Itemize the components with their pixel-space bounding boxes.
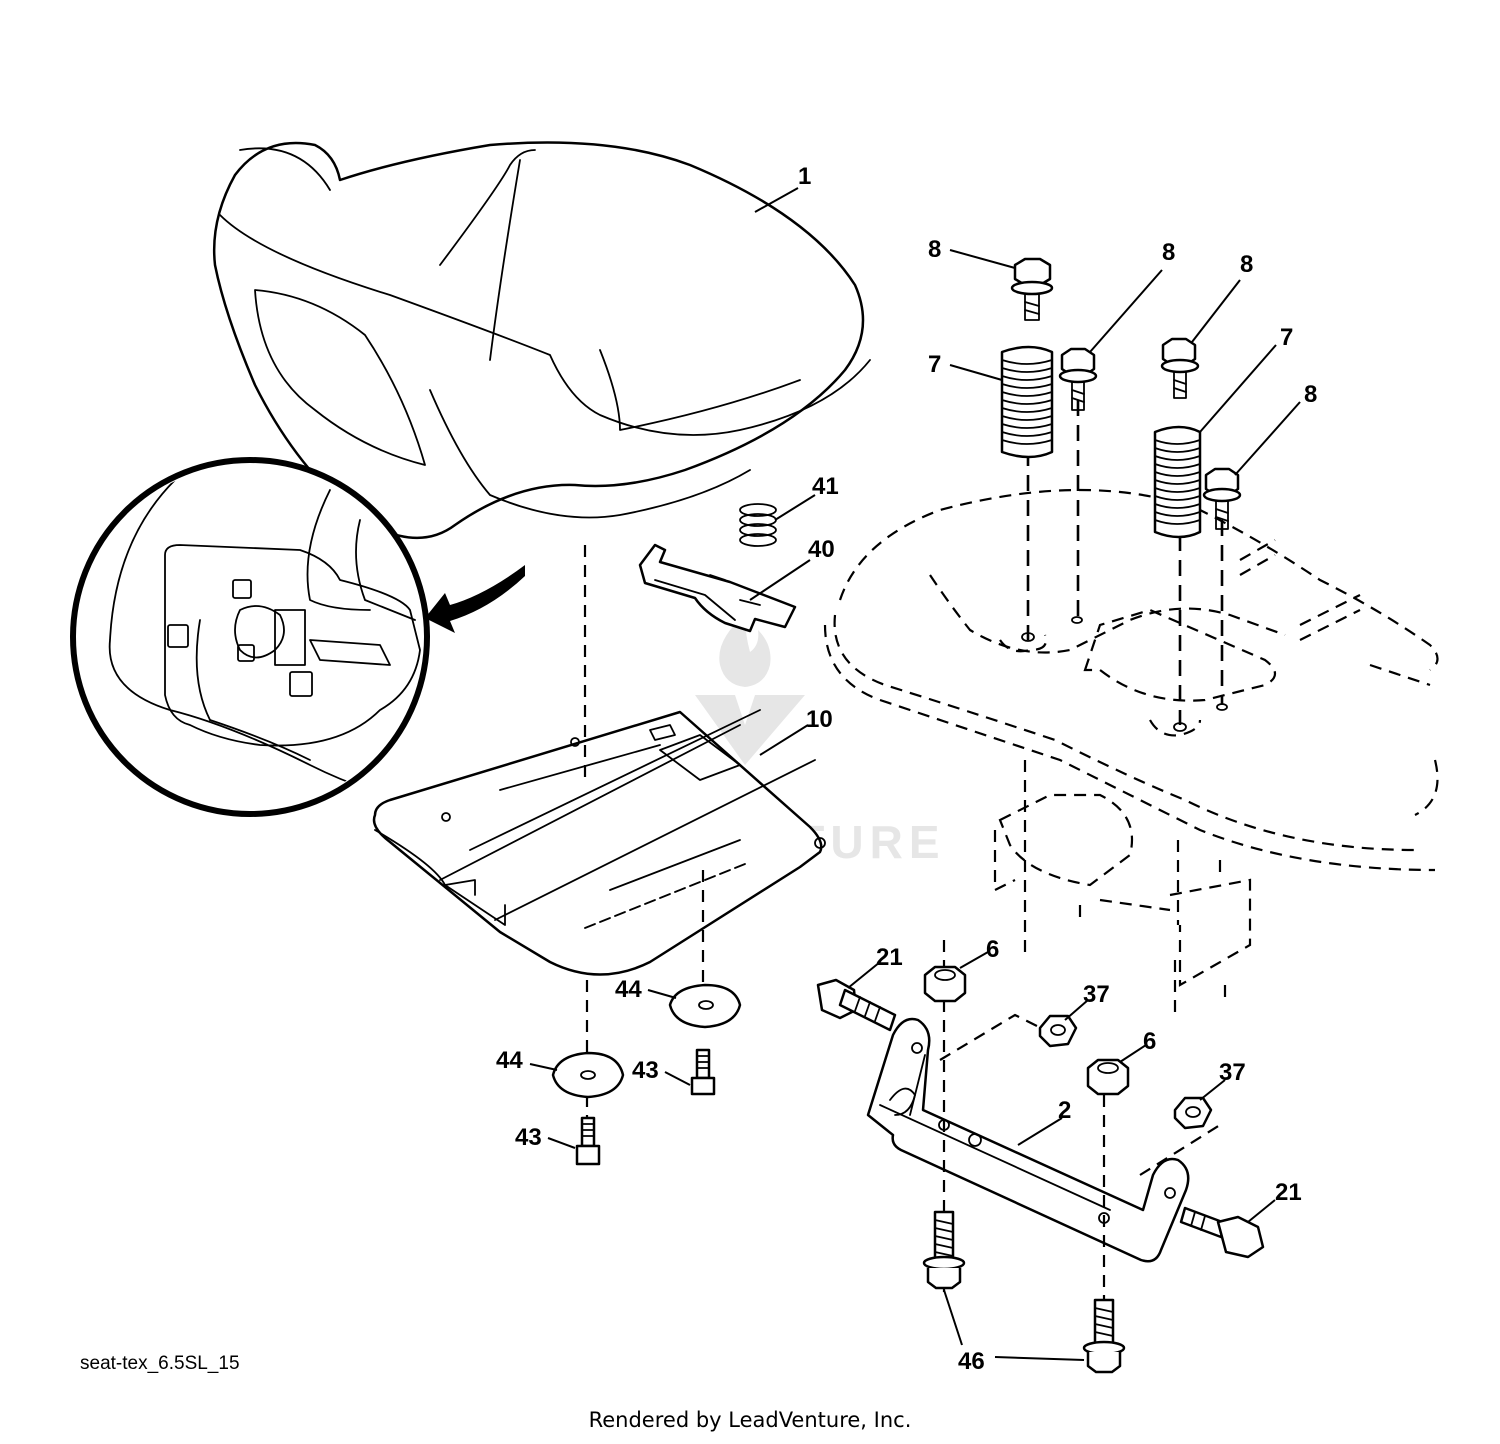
leader-bolt-a (949, 249, 1016, 269)
callout-nut-37-top: 37 (1083, 981, 1110, 1008)
callout-bolt-21-right: 21 (1275, 1179, 1302, 1206)
callout-bolt-b: 8 (1162, 239, 1175, 266)
leader-seat-pan (759, 724, 809, 756)
leader-bolt-c (1191, 279, 1241, 343)
callout-washer-left: 44 (496, 1047, 523, 1074)
leader-washer-right (647, 989, 677, 999)
callout-bolt-21-left: 21 (876, 944, 903, 971)
leader-bolt-b (1089, 269, 1163, 353)
frame-hole (1173, 722, 1187, 732)
bolt-b (1058, 347, 1098, 411)
callout-clip: 40 (808, 536, 835, 563)
leader-nut-37-top (1064, 999, 1089, 1021)
screw-right (690, 1048, 716, 1096)
callout-seat-pan: 10 (806, 706, 833, 733)
nut-37-right (1173, 1096, 1213, 1130)
bolt-21-right (1179, 1206, 1265, 1259)
callout-screw-right: 43 (632, 1057, 659, 1084)
bolt-21-left (816, 978, 897, 1032)
leader-spring-left (949, 364, 1003, 381)
leader-screw-right (664, 1071, 691, 1086)
bracket (866, 1017, 1190, 1263)
leader-bolt-d (1234, 401, 1301, 476)
clip (638, 543, 797, 633)
washer-left (551, 1051, 625, 1099)
nut-37-top (1038, 1014, 1078, 1048)
callout-spring-left: 7 (928, 351, 941, 378)
leader-seat (754, 187, 799, 213)
screw-left (575, 1116, 601, 1166)
alignment-line (939, 1013, 1056, 1061)
callout-washer-right: 44 (615, 976, 642, 1003)
bolt-d (1202, 467, 1242, 530)
callout-nut-37-right: 37 (1219, 1059, 1246, 1086)
leader-bolt-21-left (847, 961, 881, 989)
seat-pan (372, 709, 826, 976)
frame-hole (1216, 703, 1228, 711)
leader-nut-37-right (1199, 1079, 1226, 1101)
callout-nut-6-top: 6 (986, 936, 999, 963)
callout-nut-6-mid: 6 (1143, 1028, 1156, 1055)
detail-inset (70, 457, 525, 817)
callout-screw-left: 43 (515, 1124, 542, 1151)
frame-outline (823, 488, 1439, 1015)
leader-clip (749, 559, 811, 601)
bolt-a (1010, 257, 1054, 321)
frame-hole (1021, 632, 1035, 642)
leader-spring-right (1199, 344, 1277, 433)
callout-bolt-d: 8 (1304, 381, 1317, 408)
leader-screw-left (547, 1137, 576, 1149)
callout-spring-small: 41 (812, 473, 839, 500)
leader-bolt-46-left (943, 1289, 963, 1346)
spring-right (1153, 425, 1202, 539)
leader-bolt-46-right (994, 1356, 1085, 1361)
washer-right (668, 983, 742, 1029)
callout-bolt-c: 8 (1240, 251, 1253, 278)
spring-small (739, 503, 777, 547)
seat (212, 141, 871, 540)
leader-bracket (1017, 1117, 1063, 1146)
render-credit: Rendered by LeadVenture, Inc. (588, 1408, 912, 1432)
bolt-46-right (1082, 1298, 1126, 1374)
leader-nut-6-mid (1119, 1044, 1147, 1063)
leader-spring-small (774, 494, 816, 521)
callout-spring-right: 7 (1280, 324, 1293, 351)
nut-6-mid (1086, 1058, 1130, 1096)
callout-seat: 1 (798, 163, 811, 190)
leader-washer-left (529, 1063, 558, 1071)
watermark-logo (695, 615, 805, 765)
bolt-c (1160, 337, 1200, 399)
bolt-46-left (922, 1210, 966, 1290)
alignment-line (1139, 1124, 1221, 1176)
callout-bolt-a: 8 (928, 236, 941, 263)
frame-hole (1071, 616, 1083, 624)
nut-6-top (923, 965, 967, 1003)
callout-bracket: 2 (1058, 1097, 1071, 1124)
spring-left (1000, 345, 1054, 459)
leader-bolt-21-right (1247, 1199, 1276, 1223)
callout-bolt-46: 46 (958, 1348, 985, 1375)
leader-nut-6-top (959, 951, 989, 969)
diagram-code: seat-tex_6.5SL_15 (80, 1353, 240, 1374)
